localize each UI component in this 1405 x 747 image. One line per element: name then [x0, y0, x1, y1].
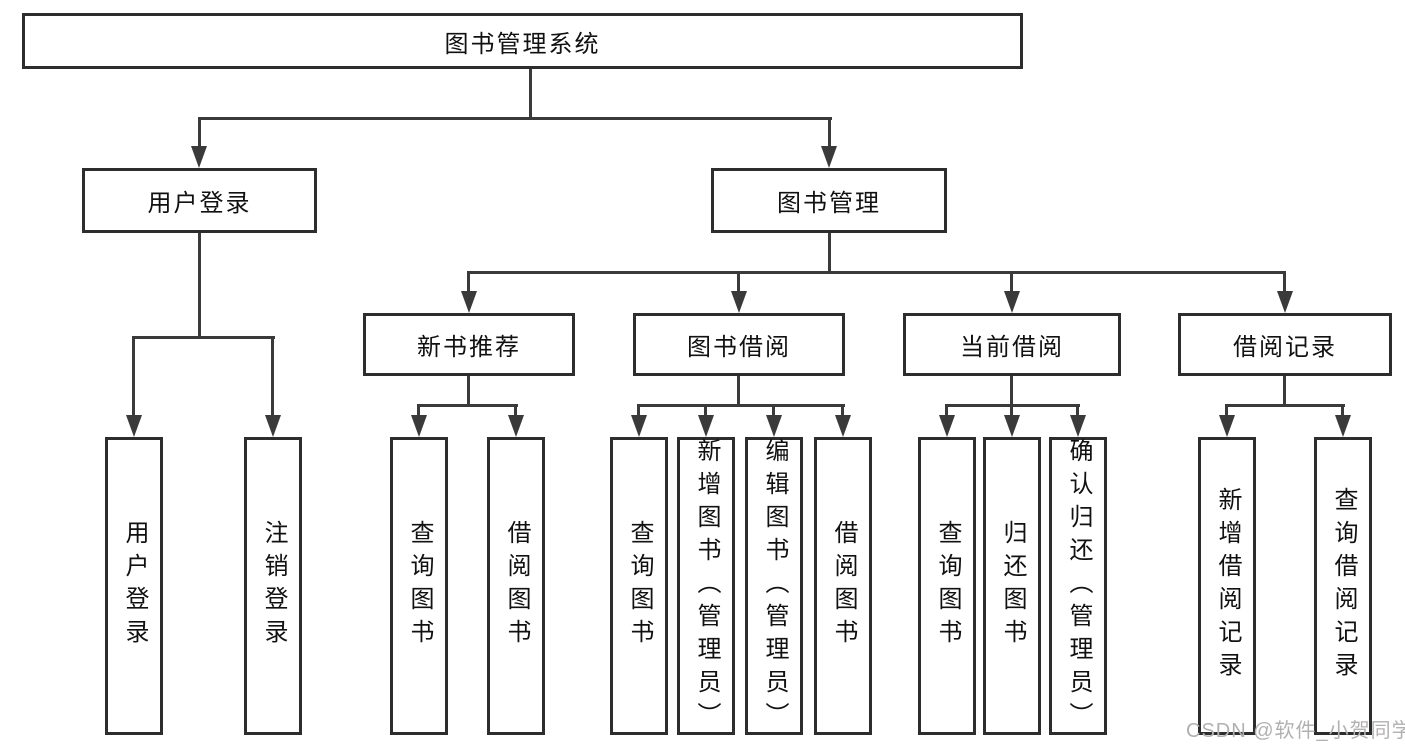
leaf-add-books-admin: 新增图书（管理员） — [677, 437, 735, 735]
leaf-return-books-label: 归还图书 — [999, 520, 1026, 652]
leaf-logout: 注销登录 — [244, 437, 302, 735]
edge-stem-add-borrow-record — [1225, 404, 1228, 422]
node-book-borrowing: 图书借阅 — [633, 313, 845, 376]
edge-stem-add-books — [704, 404, 707, 422]
leaf-query-books-1-label: 查询图书 — [406, 520, 433, 652]
edge-root-stem-user-login — [198, 117, 201, 151]
arrowhead-user-login — [191, 146, 207, 168]
leaf-query-borrow-record-label: 查询借阅记录 — [1330, 487, 1357, 685]
edge-borrow-records-trunk — [1283, 376, 1286, 407]
edge-stem-query-books-2 — [637, 404, 640, 422]
leaf-query-books-3: 查询图书 — [918, 437, 976, 735]
arrowhead-book-borrowing — [731, 291, 747, 313]
arrowhead-borrow-books-2 — [835, 415, 851, 437]
leaf-query-borrow-record: 查询借阅记录 — [1314, 437, 1372, 735]
edge-stem-borrow-books-1 — [514, 404, 517, 422]
leaf-query-books-2-label: 查询图书 — [626, 520, 653, 652]
arrowhead-leaf-user-login — [126, 415, 142, 437]
leaf-return-books: 归还图书 — [983, 437, 1041, 735]
leaf-add-borrow-record-label: 新增借阅记录 — [1214, 487, 1241, 685]
node-current-borrowing: 当前借阅 — [903, 313, 1121, 376]
edge-stem-leaf-user-login — [132, 336, 135, 420]
leaf-add-books-admin-label: 新增图书（管理员） — [693, 437, 720, 735]
edge-user-login-rail — [132, 336, 275, 339]
node-book-borrowing-label: 图书借阅 — [687, 334, 791, 361]
arrowhead-return-books — [1004, 415, 1020, 437]
leaf-edit-books-admin: 编辑图书（管理员） — [745, 437, 803, 735]
leaf-borrow-books-1-label: 借阅图书 — [503, 520, 530, 652]
edge-book-borrowing-trunk — [737, 376, 740, 407]
arrowhead-leaf-logout — [265, 415, 281, 437]
edge-stem-new-book-recommend — [467, 271, 470, 297]
edge-book-management-trunk — [828, 233, 831, 274]
edge-book-management-rail — [467, 271, 1286, 274]
edge-stem-query-books-3 — [945, 404, 948, 422]
edge-book-borrowing-rail — [637, 404, 845, 407]
leaf-query-books-1: 查询图书 — [390, 437, 448, 735]
edge-stem-edit-books — [772, 404, 775, 422]
arrowhead-confirm-return — [1070, 415, 1086, 437]
node-user-login: 用户登录 — [82, 168, 317, 233]
edge-root-rail — [198, 117, 832, 120]
edge-stem-borrow-records — [1283, 271, 1286, 297]
edge-stem-return-books — [1010, 404, 1013, 422]
edge-stem-current-borrowing — [1010, 271, 1013, 297]
leaf-logout-label: 注销登录 — [260, 520, 287, 652]
leaf-query-books-3-label: 查询图书 — [934, 520, 961, 652]
node-borrow-records-label: 借阅记录 — [1233, 334, 1337, 361]
leaf-user-login: 用户登录 — [105, 437, 163, 735]
leaf-edit-books-admin-label: 编辑图书（管理员） — [761, 437, 788, 735]
edge-stem-query-borrow-record — [1341, 404, 1344, 422]
node-book-management-label: 图书管理 — [777, 190, 881, 217]
node-current-borrowing-label: 当前借阅 — [960, 334, 1064, 361]
edge-root-trunk — [529, 69, 532, 118]
node-user-login-label: 用户登录 — [147, 190, 252, 217]
leaf-borrow-books-1: 借阅图书 — [487, 437, 545, 735]
edge-stem-leaf-logout — [271, 336, 274, 420]
leaf-borrow-books-2: 借阅图书 — [814, 437, 872, 735]
edge-new-book-rail — [417, 404, 518, 407]
arrowhead-borrow-records — [1277, 291, 1293, 313]
edge-stem-confirm-return — [1076, 404, 1079, 422]
arrowhead-add-borrow-record — [1219, 415, 1235, 437]
node-root: 图书管理系统 — [22, 13, 1023, 69]
leaf-user-login-label: 用户登录 — [121, 520, 148, 652]
arrowhead-query-books-1 — [411, 415, 427, 437]
edge-stem-query-books-1 — [417, 404, 420, 422]
arrowhead-current-borrowing — [1004, 291, 1020, 313]
arrowhead-query-books-3 — [939, 415, 955, 437]
node-book-management: 图书管理 — [711, 168, 947, 233]
leaf-borrow-books-2-label: 借阅图书 — [830, 520, 857, 652]
node-new-book-recommend: 新书推荐 — [363, 313, 575, 376]
leaf-confirm-return-admin: 确认归还（管理员） — [1049, 437, 1107, 735]
edge-user-login-trunk — [198, 233, 201, 337]
arrowhead-new-book-recommend — [461, 291, 477, 313]
leaf-confirm-return-admin-label: 确认归还（管理员） — [1065, 437, 1092, 735]
edge-stem-borrow-books-2 — [841, 404, 844, 422]
node-root-label: 图书管理系统 — [444, 30, 601, 58]
edge-root-stem-book-management — [828, 117, 831, 151]
arrowhead-book-management — [821, 146, 837, 168]
node-borrow-records: 借阅记录 — [1178, 313, 1392, 376]
arrowhead-query-borrow-record — [1335, 415, 1351, 437]
node-new-book-recommend-label: 新书推荐 — [417, 334, 521, 361]
arrowhead-add-books — [698, 415, 714, 437]
leaf-query-books-2: 查询图书 — [610, 437, 668, 735]
edge-stem-book-borrowing — [737, 271, 740, 297]
csdn-watermark: CSDN @软件_小贺同学 — [1186, 720, 1405, 742]
edge-current-borrowing-trunk — [1010, 376, 1013, 407]
leaf-add-borrow-record: 新增借阅记录 — [1198, 437, 1256, 735]
edge-borrow-records-rail — [1225, 404, 1345, 407]
arrowhead-edit-books — [766, 415, 782, 437]
arrowhead-query-books-2 — [631, 415, 647, 437]
edge-new-book-trunk — [467, 376, 470, 407]
arrowhead-borrow-books-1 — [508, 415, 524, 437]
